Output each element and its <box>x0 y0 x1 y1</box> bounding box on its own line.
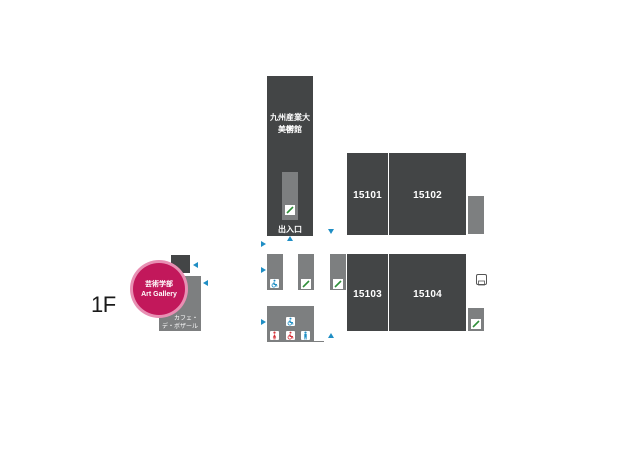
accessible-toilet-block <box>267 254 283 290</box>
elevator-icon <box>476 274 487 286</box>
mens-toilet-icon <box>301 331 310 340</box>
gallery-label-en: Art Gallery <box>141 291 177 298</box>
womens-toilet-icon <box>270 331 279 340</box>
room-15103[interactable]: 15103 <box>347 254 388 331</box>
accessible-toilet-block-2 <box>283 306 298 342</box>
facility-right-upper <box>468 196 484 234</box>
stairs-block-2 <box>330 254 346 290</box>
gallery-label-ja: 芸術学部 <box>145 281 173 288</box>
stairs-icon <box>333 279 343 289</box>
entrance-arrow-icon <box>261 319 266 325</box>
wheelchair-icon <box>286 331 295 340</box>
cafe-label-line2: デ・ボザール <box>161 324 198 330</box>
entrance-arrow-icon <box>328 229 334 234</box>
room-label-15104: 15104 <box>413 289 442 300</box>
facility-right-lower <box>468 308 484 331</box>
museum-name-line1: 九州産業大学 <box>270 113 310 134</box>
stairs-icon <box>471 319 481 329</box>
room-label-15102: 15102 <box>413 190 442 201</box>
cafe-label-line1: カフェ・ <box>173 316 198 322</box>
toilet-floor-line <box>298 341 324 342</box>
entrance-arrow-icon <box>261 267 266 273</box>
mens-toilet-block <box>298 306 314 342</box>
art-gallery-marker[interactable]: 芸術学部 Art Gallery <box>133 263 185 315</box>
floor-label: 1F <box>91 292 116 317</box>
room-15102[interactable]: 15102 <box>389 153 466 235</box>
wheelchair-icon <box>286 317 295 326</box>
museum-stairwell <box>282 172 298 220</box>
entrance-arrow-icon <box>328 333 334 338</box>
entrance-arrow-icon <box>261 241 266 247</box>
room-15104[interactable]: 15104 <box>389 254 466 331</box>
room-15101[interactable]: 15101 <box>347 153 388 235</box>
entrance-label: 出入口 <box>278 225 302 234</box>
museum-building[interactable]: 九州産業大学 美術館 出入口 <box>267 76 313 236</box>
womens-toilet-block <box>267 306 283 342</box>
stairs-icon <box>285 205 295 215</box>
stairs-icon <box>301 279 311 289</box>
entrance-arrow-icon <box>193 262 198 268</box>
wheelchair-icon <box>270 279 279 288</box>
entrance-arrow-icon <box>203 280 208 286</box>
room-label-15101: 15101 <box>353 190 382 201</box>
entrance-arrow-icon <box>287 236 293 241</box>
museum-name-line2: 美術館 <box>278 125 302 134</box>
stairs-block-1 <box>298 254 314 290</box>
room-label-15103: 15103 <box>353 289 382 300</box>
